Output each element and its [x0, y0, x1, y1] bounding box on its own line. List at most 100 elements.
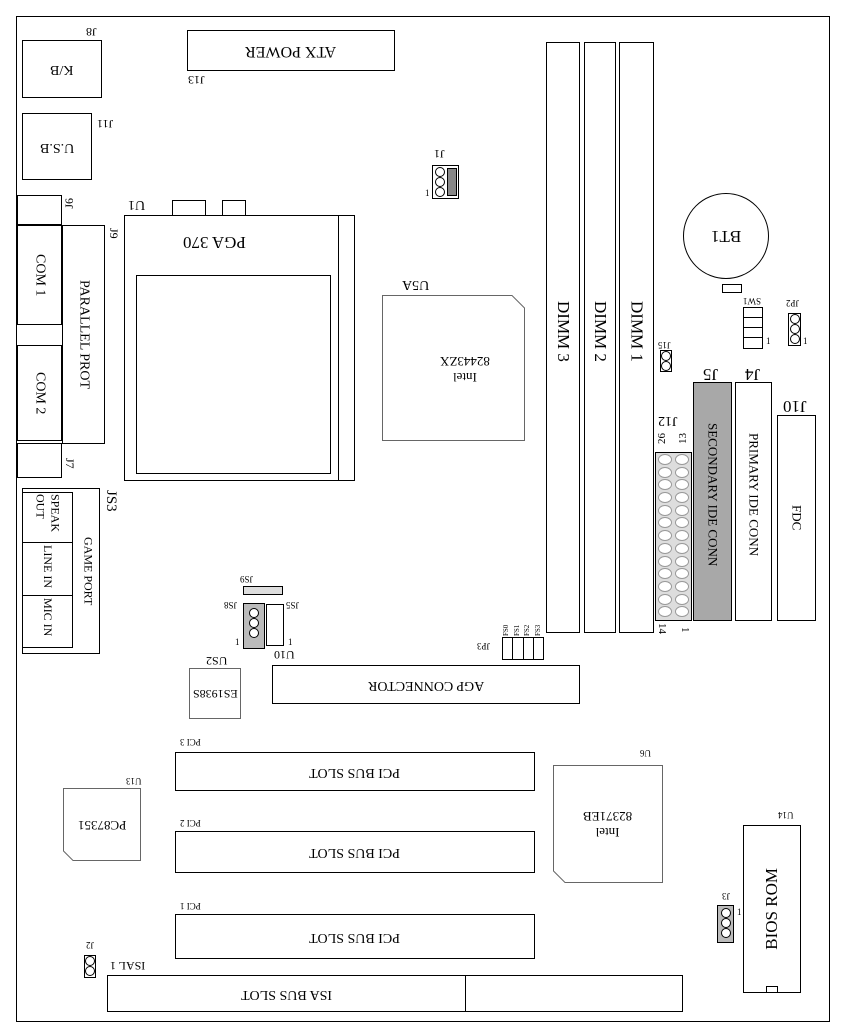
com1-connector: COM 1: [17, 225, 62, 325]
u6-ref: U6: [640, 748, 651, 758]
j12-pin: [674, 492, 689, 504]
j12-pin: [674, 504, 689, 516]
j7-header: [17, 443, 62, 478]
cpu-lever: [338, 215, 355, 481]
j12-pin: [674, 479, 689, 491]
j12-pin: [658, 466, 673, 478]
j12-pin: [674, 542, 689, 554]
j12-pin26-label: 26: [656, 433, 668, 444]
bios-rom: BIOS ROM: [743, 825, 801, 993]
keyboard-connector: K/B: [22, 40, 102, 98]
j3-pin1: 1: [737, 907, 742, 917]
j12-ref: J12: [658, 413, 678, 428]
j12-pin: [674, 517, 689, 529]
line-in-jack: LINE IN: [41, 545, 55, 588]
j12-pin: [658, 555, 673, 567]
j12-pin: [658, 593, 673, 605]
game-port-label: GAME PORT: [81, 536, 96, 606]
j1-pin1: 1: [425, 188, 430, 198]
atx-ref: J13: [188, 73, 205, 87]
audio-connector-block: SPEAK OUT LINE IN MIC IN GAME PORT: [22, 488, 100, 654]
j12-pin: [658, 504, 673, 516]
primary-ide-connector: PRIMARY IDE CONN: [735, 382, 772, 621]
agp-slot[interactable]: AGP CONNECTOR: [272, 665, 580, 704]
usb-ref: J11: [97, 117, 114, 131]
mic-in-jack: MIC IN: [41, 597, 55, 636]
j4-ref: J4: [745, 365, 761, 384]
pci-slot-1[interactable]: PCI BUS SLOT: [175, 914, 535, 959]
j12-pin: [674, 580, 689, 592]
superio-chip: PC87351: [63, 788, 141, 861]
battery-tab: [722, 284, 742, 293]
u10-ref: U10: [274, 648, 295, 662]
j12-pin1-label: 1: [679, 626, 691, 633]
j12-pin: [674, 454, 689, 465]
j12-pin: [674, 606, 689, 618]
j6-ref: J6: [62, 198, 76, 209]
j6-header: [17, 195, 62, 225]
js8-header: [243, 603, 265, 649]
j12-pin: [658, 606, 673, 618]
dimm-slot-1[interactable]: DIMM 1: [619, 42, 654, 633]
kb-ref: J8: [86, 25, 97, 39]
j7-ref: J7: [63, 458, 77, 469]
j12-pin13-label: 13: [677, 433, 689, 444]
j3-ref: J3: [722, 891, 731, 901]
sw1-switch[interactable]: [743, 307, 763, 349]
js5-pin1: 1: [288, 637, 293, 647]
js5-ref: JS5: [286, 600, 300, 610]
pci-slot-2[interactable]: PCI BUS SLOT: [175, 831, 535, 873]
j12-pin: [658, 568, 673, 580]
jp2-pin1: 1: [803, 336, 808, 346]
j12-pin: [658, 492, 673, 504]
pci3-ref: PCI 3: [180, 737, 201, 747]
cpu-ref: U1: [128, 197, 146, 212]
us2-ref: US2: [206, 654, 228, 668]
cpu-tab: [172, 200, 206, 216]
j1-ref: J1: [434, 147, 445, 161]
pci-slot-3[interactable]: PCI BUS SLOT: [175, 752, 535, 791]
jp3-ref: JP3: [477, 641, 491, 651]
j12-pin: [658, 530, 673, 542]
northbridge-ref: U5A: [402, 277, 430, 292]
j1-jumper: [432, 165, 459, 199]
j12-pin: [658, 517, 673, 529]
atx-power-connector: ATX POWER: [187, 30, 395, 71]
jp2-jumper: [788, 313, 801, 346]
usb-connector: U.S.B: [22, 113, 92, 180]
j5-ref: J5: [703, 365, 719, 384]
j12-pin: [674, 555, 689, 567]
j2-ref: J2: [86, 940, 95, 950]
parallel-port: PARALLEL PROT: [62, 225, 105, 444]
j12-pin: [658, 580, 673, 592]
j12-pin: [658, 454, 673, 465]
sw1-pin1: 1: [766, 336, 771, 346]
js8-pin1: 1: [235, 637, 240, 647]
speak-out-jack: SPEAK OUT: [33, 493, 63, 532]
secondary-ide-connector: SECONDARY IDE CONN: [693, 382, 732, 621]
j2-jumper: [84, 955, 96, 978]
com2-connector: COM 2: [17, 345, 62, 441]
isa-ref: ISAL 1: [110, 959, 146, 973]
sw1-ref: SW1: [743, 296, 761, 306]
j15-jumper: [660, 350, 672, 372]
jp2-ref: JP2: [786, 298, 800, 308]
pci2-ref: PCI 2: [180, 818, 201, 828]
battery: BT1: [683, 193, 769, 279]
j12-pin: [674, 530, 689, 542]
dimm-slot-2[interactable]: DIMM 2: [584, 42, 616, 633]
jp3-jumper: [502, 637, 544, 660]
cpu-tab: [222, 200, 246, 216]
js9-ref: JS9: [240, 574, 254, 584]
dimm-slot-3[interactable]: DIMM 3: [546, 42, 580, 633]
j12-pin14-label: 14: [656, 623, 668, 634]
u13-ref: U13: [126, 776, 142, 786]
js3-ref: JS3: [103, 490, 119, 512]
js5-header: [266, 604, 284, 646]
js9-header: [243, 586, 283, 595]
isa-slot[interactable]: ISA BUS SLOT: [107, 975, 683, 1012]
j12-pin: [674, 466, 689, 478]
